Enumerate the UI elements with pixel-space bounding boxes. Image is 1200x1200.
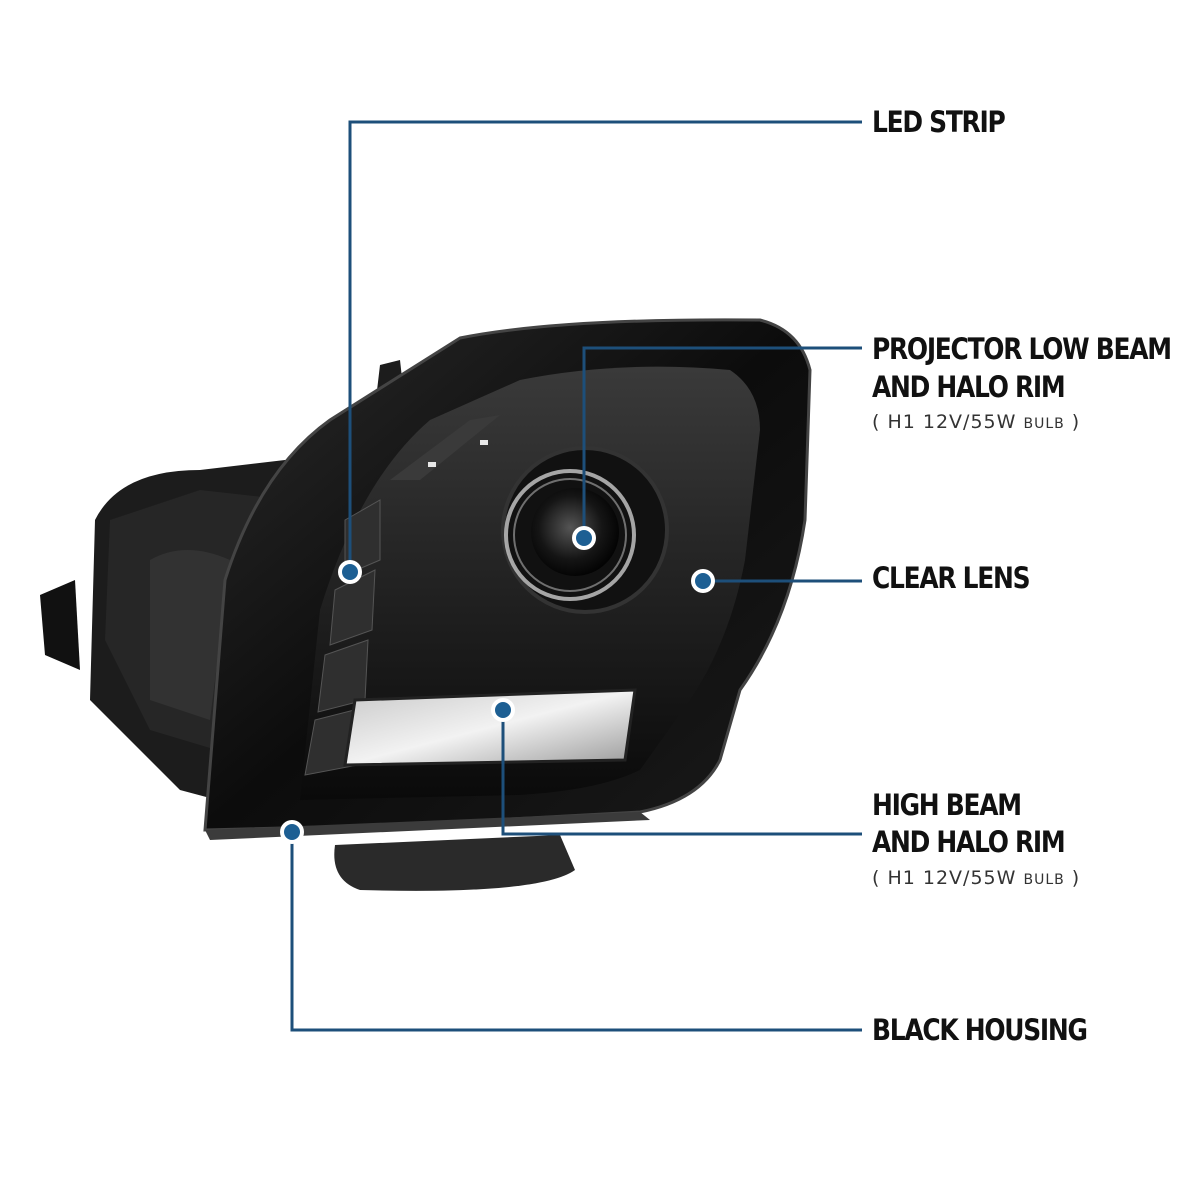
mount-tab	[334, 835, 575, 891]
black-housing-label: BLACK HOUSING	[872, 1013, 1088, 1047]
clear-lens-label: CLEAR LENS	[872, 561, 1031, 595]
projector-spec-close: )	[1071, 411, 1081, 433]
high-beam-dot	[495, 702, 511, 718]
projector-spec-bulb: BULB	[1023, 416, 1065, 432]
black-housing-leader	[290, 832, 862, 1032]
projector-spec-open: (	[872, 411, 881, 433]
led-strip-leader	[348, 120, 862, 572]
black-housing-dot	[284, 824, 300, 840]
led-strip-label: LED STRIP	[872, 105, 1006, 139]
projector-label-line2: AND HALO RIM	[872, 370, 1066, 404]
projector-label-line1: PROJECTOR LOW BEAM	[872, 332, 1172, 366]
high-beam-spec-open: (	[872, 867, 881, 889]
callout-dots	[280, 526, 715, 844]
high-beam-leader	[501, 710, 862, 836]
projector-spec-main: H1 12V/55W	[887, 411, 1017, 433]
rear-bracket	[40, 580, 80, 670]
projector-leader	[582, 346, 862, 538]
high-beam-spec-bulb: BULB	[1023, 872, 1065, 888]
led-strip-dot	[342, 564, 358, 580]
high-beam-spec-main: H1 12V/55W	[887, 867, 1017, 889]
high-beam-label-line1: HIGH BEAM	[872, 788, 1022, 822]
projector-dot	[576, 530, 592, 546]
headlight-illustration	[40, 318, 812, 891]
high-beam-spec-close: )	[1071, 867, 1081, 889]
clear-lens-dot	[695, 573, 711, 589]
high-beam-insert	[343, 688, 637, 767]
projector-bulb-spec: ( H1 12V/55W BULB )	[872, 410, 1080, 436]
callout-lines	[290, 120, 862, 1032]
high-beam-label-line2: AND HALO RIM	[872, 825, 1066, 859]
high-beam-bulb-spec: ( H1 12V/55W BULB )	[872, 866, 1080, 892]
